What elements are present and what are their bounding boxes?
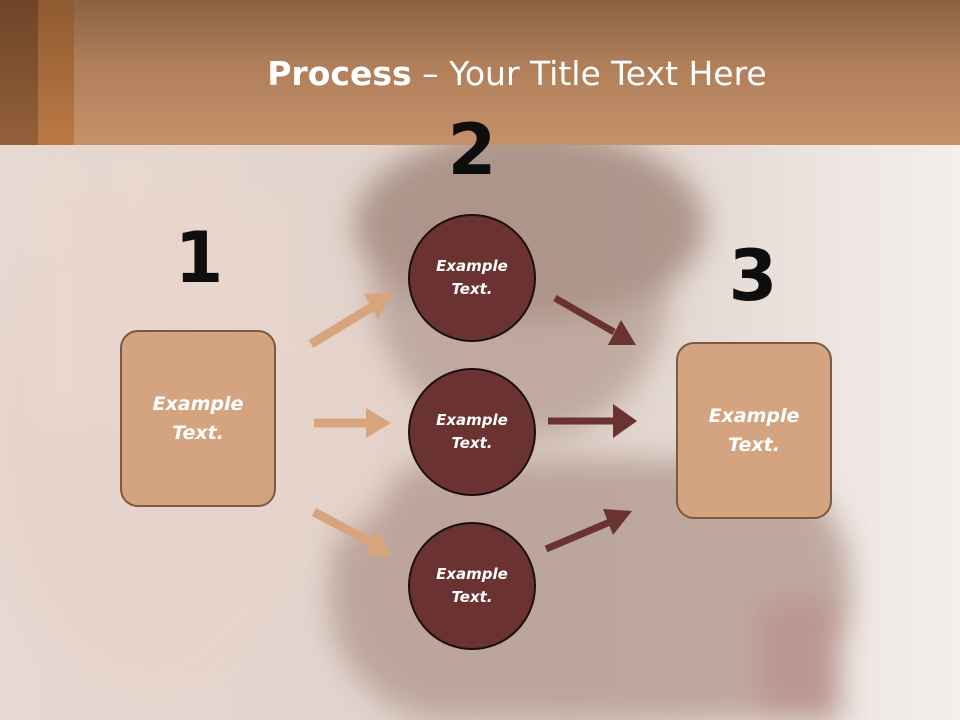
title-strong: Process xyxy=(267,54,412,93)
title-band: Process – Your Title Text Here xyxy=(0,0,960,145)
step-number-2: 2 xyxy=(447,109,497,191)
slide-title: Process – Your Title Text Here xyxy=(74,52,960,96)
title-rest: – Your Title Text Here xyxy=(411,54,767,93)
step-3-box: Example Text. xyxy=(676,342,832,519)
circle-top-text: Example Text. xyxy=(436,257,508,298)
step-number-3: 3 xyxy=(728,235,778,317)
step-2-circle-top: Example Text. xyxy=(408,214,536,342)
title-band-accent-light xyxy=(38,0,74,145)
step-2-circle-middle: Example Text. xyxy=(408,368,536,496)
title-band-accent-dark xyxy=(0,0,38,145)
circle-middle-text: Example Text. xyxy=(436,411,508,452)
circle-bottom-text: Example Text. xyxy=(436,565,508,606)
step-2-circle-bottom: Example Text. xyxy=(408,522,536,650)
step-3-box-text: Example Text. xyxy=(708,404,800,456)
step-1-box-text: Example Text. xyxy=(152,392,244,444)
step-1-box: Example Text. xyxy=(120,330,276,507)
step-number-1: 1 xyxy=(174,217,224,299)
